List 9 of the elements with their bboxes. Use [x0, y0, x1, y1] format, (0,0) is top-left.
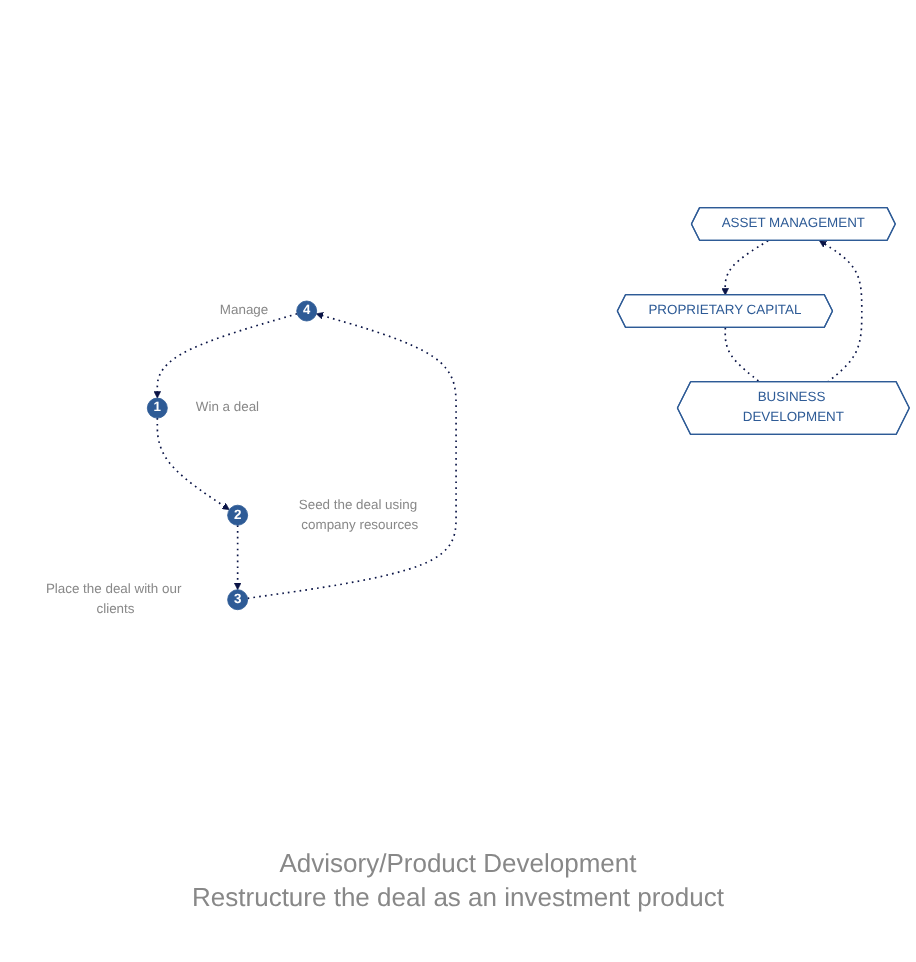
- step-note: Restructure the deal as an investment product: [190, 882, 726, 912]
- connector: [724, 326, 761, 383]
- arrow: [156, 417, 230, 510]
- step-note: Advisory/Product Development: [277, 848, 639, 878]
- arrow: [233, 524, 242, 591]
- arrow: [819, 240, 863, 383]
- arrow: [721, 239, 769, 296]
- arrow: [153, 312, 298, 399]
- arrow: [246, 312, 457, 600]
